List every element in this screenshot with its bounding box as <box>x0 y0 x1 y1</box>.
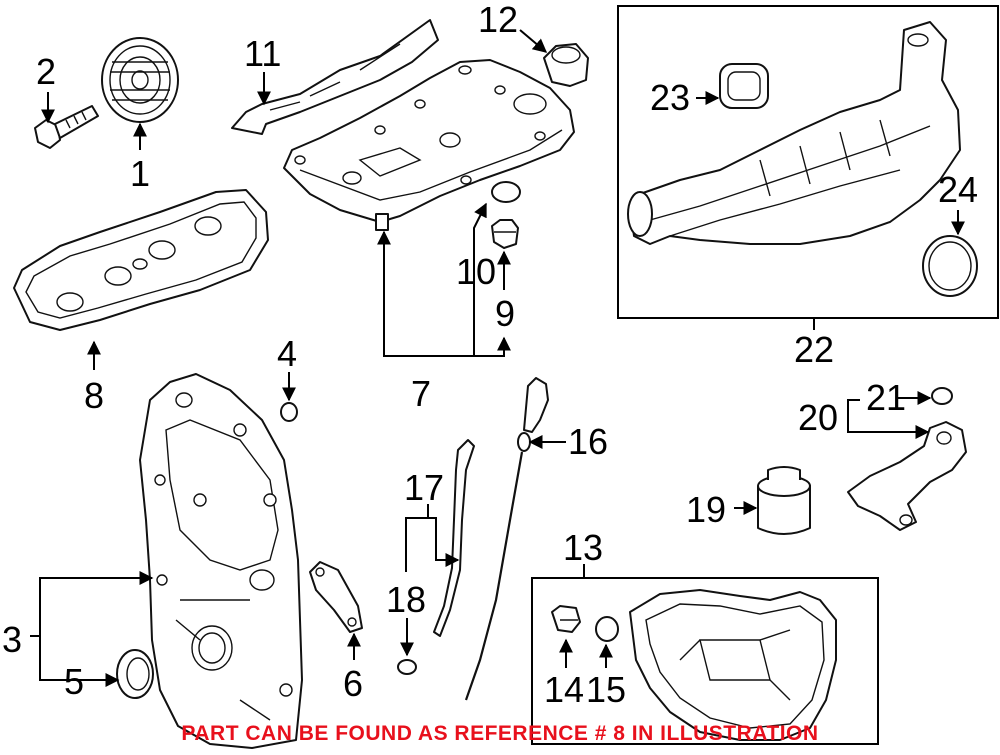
callout-3: 3 <box>2 619 22 660</box>
leader-20 <box>847 399 860 416</box>
callout-6: 6 <box>343 663 363 704</box>
callout-9: 9 <box>495 293 515 334</box>
leader-10 <box>473 202 487 356</box>
callout-17: 17 <box>404 467 444 508</box>
callout-24: 24 <box>938 169 978 210</box>
callout-1: 1 <box>130 153 150 194</box>
drain-plug-washer[interactable] <box>595 616 619 642</box>
leader-3 <box>30 577 152 637</box>
oil-filter[interactable] <box>757 466 811 535</box>
oil-filler-cap[interactable] <box>543 43 589 87</box>
callout-16: 16 <box>568 421 608 462</box>
callout-19: 19 <box>686 489 726 530</box>
leader-17b <box>428 517 460 567</box>
callout-20: 20 <box>798 397 838 438</box>
valve-cover-gasket[interactable] <box>13 189 269 331</box>
callout-15: 15 <box>586 669 626 710</box>
callout-23: 23 <box>650 77 690 118</box>
pcv-valve[interactable] <box>491 219 519 249</box>
callout-11: 11 <box>244 33 281 74</box>
water-outlet-o-ring[interactable] <box>931 387 953 405</box>
reference-note: PART CAN BE FOUND AS REFERENCE # 8 IN IL… <box>181 722 819 745</box>
oil-pan-group-box <box>531 577 879 745</box>
pcv-valve-seal[interactable] <box>491 181 521 203</box>
timing-chain-cover[interactable] <box>139 373 303 749</box>
timing-cover-seal-ring[interactable] <box>280 402 298 422</box>
callout-21: 21 <box>866 377 906 418</box>
leader-20b <box>847 416 930 439</box>
callout-12: 12 <box>478 0 518 40</box>
oil-dipstick[interactable] <box>464 377 549 701</box>
valve-cover[interactable] <box>283 59 575 231</box>
dipstick-tube-o-ring[interactable] <box>397 659 417 675</box>
oil-dipstick-tube[interactable] <box>433 439 475 637</box>
callout-10: 10 <box>456 251 496 292</box>
manifold-seal-ring[interactable] <box>922 235 978 297</box>
water-outlet-pipe[interactable] <box>847 421 967 531</box>
pulley-bolt[interactable] <box>34 105 99 149</box>
callout-4: 4 <box>277 333 297 374</box>
leader-12 <box>519 29 548 53</box>
drain-plug[interactable] <box>551 605 581 633</box>
intake-manifold[interactable] <box>627 21 961 245</box>
intake-manifold-group-box <box>617 5 999 319</box>
callout-7: 7 <box>411 373 431 414</box>
callout-2: 2 <box>36 51 56 92</box>
crankshaft-front-seal[interactable] <box>116 649 154 699</box>
callout-18: 18 <box>386 579 426 620</box>
callout-labels: 1 2 3 4 5 6 7 8 9 10 11 12 13 14 15 16 1… <box>2 0 978 710</box>
oil-pan[interactable] <box>629 589 837 741</box>
callout-22: 22 <box>794 329 834 370</box>
leader-7 <box>377 230 474 357</box>
leader-17 <box>405 504 429 572</box>
leader-lines <box>30 29 965 687</box>
leader-9 <box>474 336 511 357</box>
callout-14: 14 <box>544 669 584 710</box>
callout-13: 13 <box>563 527 603 568</box>
leader-3b <box>39 636 120 687</box>
throttle-body-gasket[interactable] <box>719 63 769 109</box>
crankshaft-pulley[interactable] <box>101 37 179 123</box>
callout-8: 8 <box>84 375 104 416</box>
cover-bracket[interactable] <box>309 561 363 633</box>
cover-heat-shield[interactable] <box>231 19 439 135</box>
callout-5: 5 <box>64 661 84 702</box>
